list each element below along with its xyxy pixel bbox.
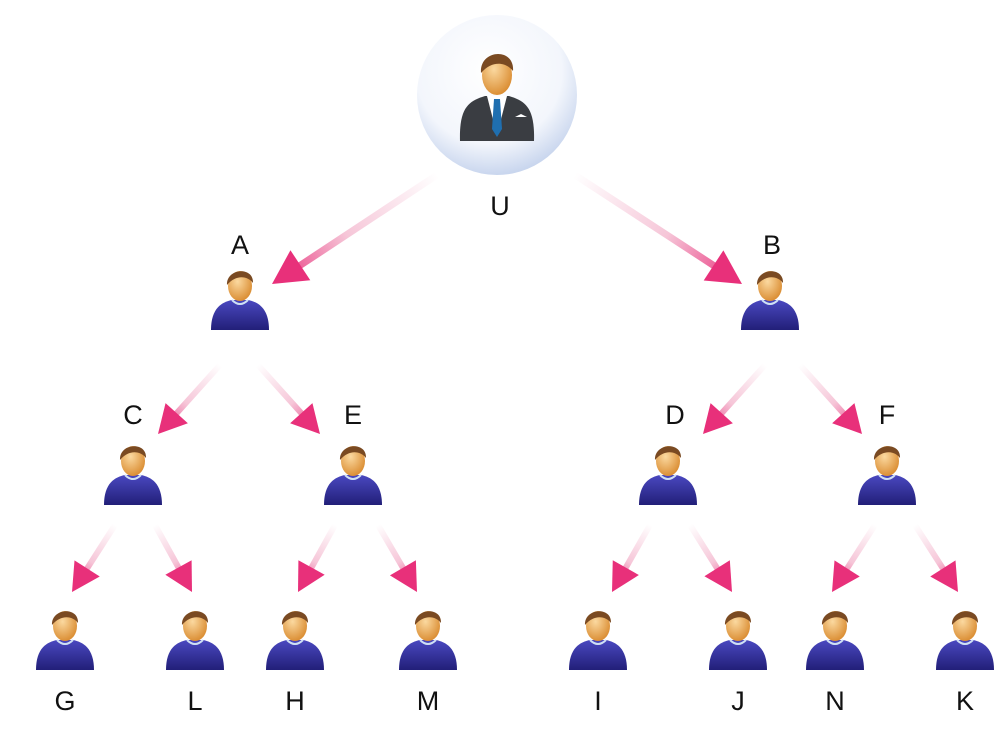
arrow-U-to-A [272,171,441,284]
node-L: L [166,611,224,716]
node-label: N [825,686,845,716]
node-label: U [490,191,510,221]
node-B: B [741,230,799,330]
arrowhead-icon [612,560,639,592]
person-icon [399,611,457,670]
node-A: A [211,230,269,330]
person-icon [569,611,627,670]
node-label: J [731,686,745,716]
arrow-F-to-K [912,522,958,592]
node-G: G [36,611,94,716]
person-icon [709,611,767,670]
node-F: F [858,400,916,505]
node-label: K [956,686,974,716]
arrow-D-to-J [687,522,732,592]
node-D: D [639,400,697,505]
person-icon [36,611,94,670]
arrow-B-to-F [797,362,862,434]
arrowhead-icon [389,560,417,592]
arrow-A-to-C [158,362,223,434]
arrow-E-to-H [298,522,338,592]
person-icon [166,611,224,670]
node-K: K [936,611,994,716]
node-label: I [594,686,602,716]
node-I: I [569,611,627,716]
person-icon [806,611,864,670]
arrowhead-icon [703,250,742,284]
arrowhead-icon [832,403,862,434]
arrowhead-icon [704,560,732,592]
arrowhead-icon [158,403,188,434]
node-C: C [104,400,162,505]
node-label: C [123,400,143,430]
node-label: E [344,400,362,430]
arrowhead-icon [832,560,860,592]
node-label: A [231,230,249,260]
manager-icon [417,15,577,175]
arrowhead-icon [72,560,100,592]
arrowhead-icon [930,560,958,592]
arrow-B-to-D [703,362,768,434]
arrowhead-icon [290,403,320,434]
node-label: D [665,400,685,430]
arrowhead-icon [298,560,325,592]
node-label: B [763,230,781,260]
person-icon [104,446,162,505]
person-icon [266,611,324,670]
node-label: M [417,686,440,716]
edges [72,171,958,592]
person-icon [858,446,916,505]
arrowhead-icon [272,250,311,284]
node-label: F [879,400,896,430]
person-icon [211,271,269,330]
person-icon [936,611,994,670]
node-E: E [324,400,382,505]
node-label: G [54,686,75,716]
node-N: N [806,611,864,716]
nodes: U A B C E D F G L H M I J N K [36,15,994,716]
arrowhead-icon [703,403,733,434]
node-H: H [266,611,324,716]
arrow-D-to-I [612,522,653,592]
arrowhead-icon [165,560,192,592]
node-U: U [417,15,577,221]
person-icon [639,446,697,505]
arrow-A-to-E [255,362,320,434]
arrow-E-to-M [375,522,417,592]
arrow-C-to-L [152,522,192,592]
person-icon [741,271,799,330]
node-J: J [709,611,767,716]
arrow-C-to-G [72,522,118,592]
node-label: H [285,686,305,716]
arrow-U-to-B [571,171,742,284]
arrow-F-to-N [832,522,878,592]
node-label: L [187,686,202,716]
node-M: M [399,611,457,716]
person-icon [324,446,382,505]
